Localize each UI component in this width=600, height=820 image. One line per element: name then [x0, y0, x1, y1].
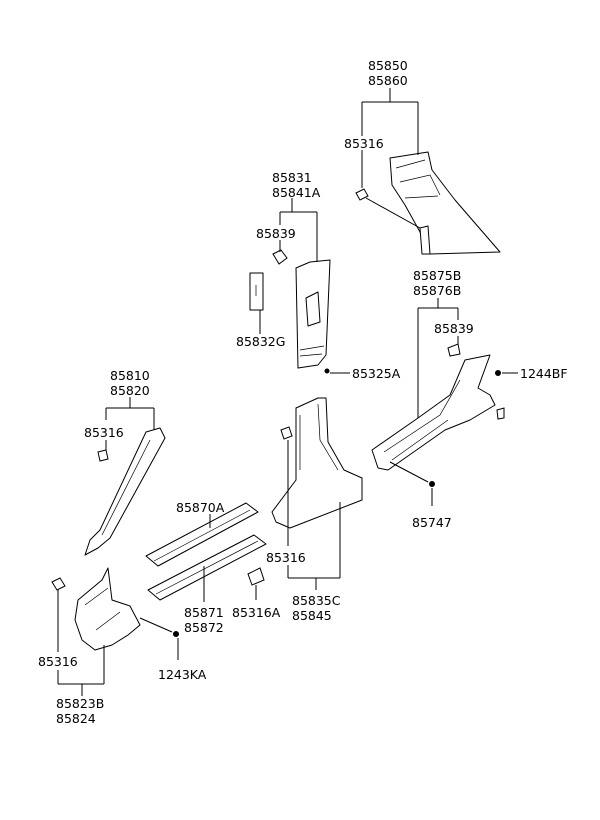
rear-quarter-trim-part	[371, 354, 496, 471]
part-number-label: 1244BF	[520, 366, 568, 381]
part-number-label: 85870A	[176, 500, 225, 515]
part-number-label: 85850	[368, 58, 408, 73]
a-pillar-trim-part	[84, 427, 166, 556]
part-number-label: 85839	[256, 226, 296, 241]
screw-icon	[324, 368, 350, 374]
part-number-label: 85747	[412, 515, 452, 530]
clip-icon	[447, 343, 461, 357]
part-labels: 85850 85860 85316 85831 85841A 85839 858…	[38, 58, 568, 726]
clip-icon	[51, 577, 66, 591]
part-number-label: 85316	[344, 136, 384, 151]
part-number-label: 85835C	[292, 593, 341, 608]
part-number-label: 85845	[292, 608, 332, 623]
part-number-label: 85824	[56, 711, 96, 726]
b-pillar-upper-trim-part	[295, 259, 331, 369]
part-number-label: 85832G	[236, 334, 285, 349]
leader-85831	[259, 198, 318, 334]
c-pillar-trim-part	[389, 151, 501, 255]
clip-icon	[272, 249, 288, 265]
part-number-label: 85872	[184, 620, 224, 635]
part-number-label: 85810	[110, 368, 150, 383]
part-number-label: 85316A	[232, 605, 281, 620]
leader-85875B	[417, 298, 459, 418]
part-number-label: 85841A	[272, 185, 321, 200]
badge-plate-part	[249, 272, 264, 311]
leader-85835C	[287, 440, 341, 590]
part-number-label: 85875B	[413, 268, 461, 283]
clip-icon	[280, 426, 293, 440]
part-number-label: 85823B	[56, 696, 104, 711]
clip-icon	[97, 449, 109, 462]
scuff-plate-part	[145, 502, 267, 601]
cowl-side-trim-part	[74, 567, 141, 651]
screw-icon	[495, 370, 518, 420]
leader-85823B	[57, 590, 105, 696]
part-number-label: 85820	[110, 383, 150, 398]
leader-85850	[361, 88, 419, 188]
part-number-label: 1243KA	[158, 667, 207, 682]
screw-icon	[389, 461, 435, 506]
part-number-label: 85871	[184, 605, 224, 620]
clip-icon	[247, 567, 265, 600]
part-number-label: 85316	[38, 654, 78, 669]
part-number-label: 85860	[368, 73, 408, 88]
leader-85810	[105, 397, 155, 450]
b-pillar-lower-trim-part	[271, 397, 363, 529]
part-number-label: 85876B	[413, 283, 461, 298]
part-number-label: 85316	[84, 425, 124, 440]
part-number-label: 85839	[434, 321, 474, 336]
part-number-label: 85325A	[352, 366, 401, 381]
part-number-label: 85831	[272, 170, 312, 185]
screw-icon	[139, 617, 179, 660]
part-number-label: 85316	[266, 550, 306, 565]
clip-icon	[355, 188, 421, 229]
